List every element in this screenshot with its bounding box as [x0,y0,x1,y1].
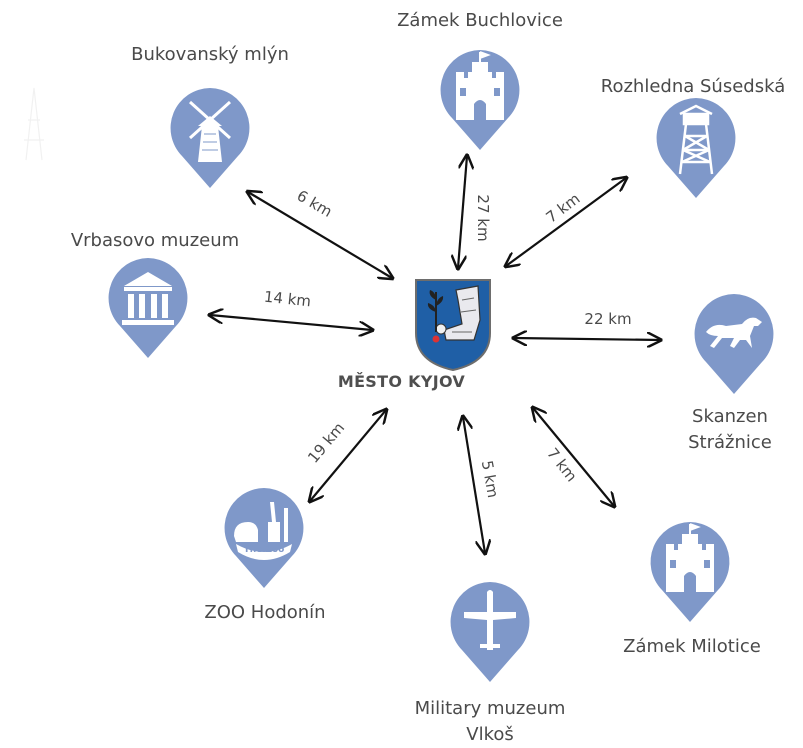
arrow-buchlovice [458,156,467,268]
pin-buchlovice [440,50,520,150]
center-title: MĚSTO KYJOV [337,372,466,391]
arrow-vrbasovo [210,315,372,330]
distance-milotice: 7 km [543,445,580,486]
distance-military: 5 km [478,459,502,499]
label-bukovansky: Bukovanský mlýn [131,44,289,65]
arrow-bukovansky [248,192,392,278]
pin-bukovansky [170,88,250,188]
distance-rozhledna: 7 km [543,189,584,226]
pin-zoo: The Zoo [224,488,304,588]
distance-buchlovice: 27 km [474,194,492,241]
arrow-military [463,417,485,553]
label-straznice-line1: Skanzen [692,406,768,427]
label-straznice: Skanzen Strážnice [660,404,800,456]
label-straznice-line2: Strážnice [688,432,772,454]
castle-icon [666,523,714,592]
windmill-icon [188,100,232,162]
distance-straznice: 22 km [584,310,631,328]
label-zoo: ZOO Hodonín [204,602,326,623]
airplane-icon [464,590,516,650]
label-buchlovice: Zámek Buchlovice [397,10,563,31]
pin-straznice [694,294,774,394]
label-military-line2: Vlkoš [466,724,514,746]
horse-icon [706,317,762,348]
label-military-line1: Military muzeum [414,698,566,719]
label-rozhledna: Rozhledna Súsedská [600,76,786,97]
watermark-tower-icon [24,87,44,161]
pin-rozhledna [656,98,736,198]
pin-military [450,582,530,682]
distance-bukovansky: 6 km [294,186,336,220]
label-vrbasovo: Vrbasovo muzeum [70,230,240,251]
kyjov-coat-of-arms [415,279,491,372]
label-milotice: Zámek Milotice [623,636,761,657]
distance-zoo: 19 km [304,419,348,467]
zoo-badge-text: The Zoo [244,545,285,555]
lookout-tower-icon [678,104,714,175]
arrow-zoo [310,410,386,501]
arrow-straznice [514,338,660,340]
museum-icon [122,272,174,325]
pin-milotice [650,522,730,622]
arrow-milotice [533,408,614,506]
distance-vrbasovo: 14 km [263,288,312,311]
castle-icon [456,51,504,120]
arrow-rozhledna [506,178,626,266]
zoo-icon: The Zoo [234,502,292,560]
label-military: Military muzeum Vlkoš [380,696,600,748]
pin-vrbasovo [108,258,188,358]
